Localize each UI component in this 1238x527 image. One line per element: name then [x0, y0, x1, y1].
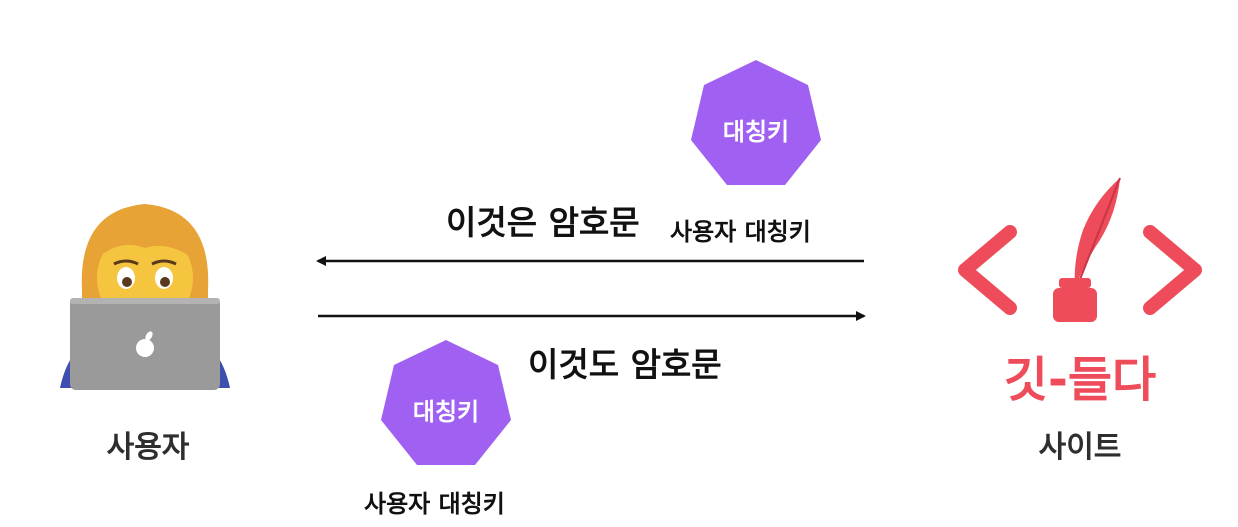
heptagon-key-icon — [691, 60, 821, 185]
site-logo — [955, 170, 1205, 350]
top-message: 이것은 암호문 — [446, 203, 640, 242]
site-label: 사이트 — [1038, 430, 1122, 465]
apple-logo-icon — [136, 331, 154, 357]
heptagon-key-icon — [381, 340, 511, 465]
user-with-laptop-icon — [60, 204, 230, 390]
quill-ink-code-icon — [958, 177, 1202, 322]
bottom-key-badge-label: 대칭키 — [412, 397, 480, 426]
bottom-message: 이것도 암호문 — [528, 345, 722, 384]
user-label: 사용자 — [106, 430, 190, 465]
top-key-badge: 대칭키 — [688, 58, 824, 200]
top-key-caption: 사용자 대칭키 — [670, 218, 811, 246]
user-node — [50, 190, 240, 390]
site-logo-text: 깃-들다 — [1003, 352, 1157, 408]
bottom-key-badge: 대칭키 — [378, 338, 514, 480]
bottom-key-caption: 사용자 대칭키 — [364, 490, 505, 518]
top-key-badge-label: 대칭키 — [722, 117, 790, 146]
